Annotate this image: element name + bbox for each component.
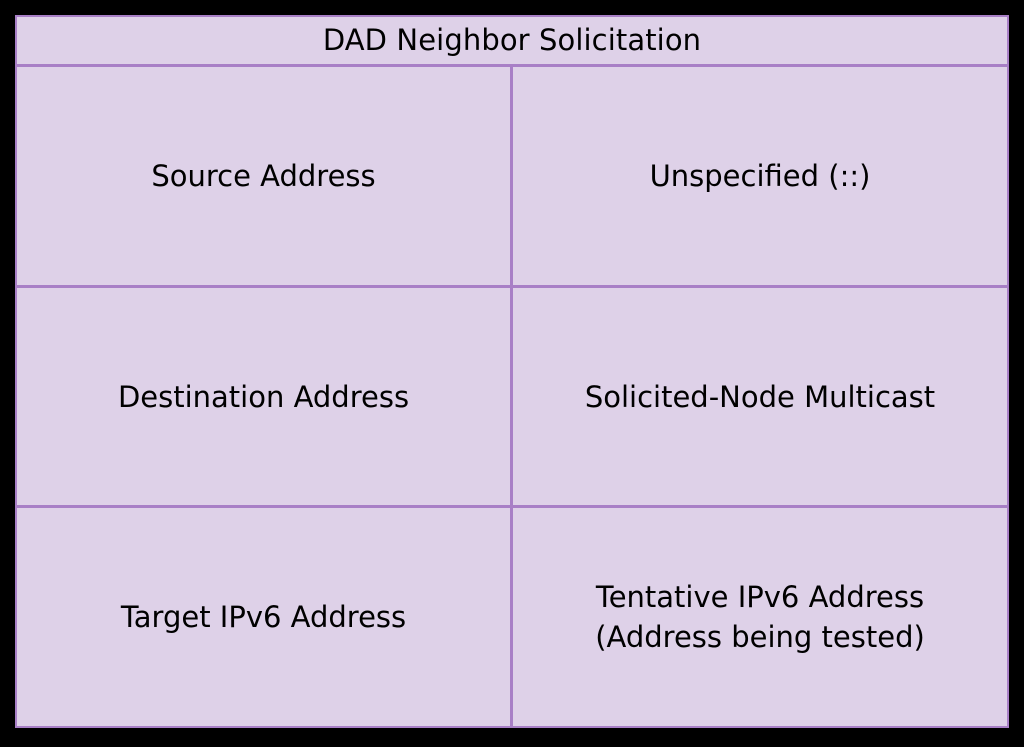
table-body: Source Address Unspecified (::) Destinat… xyxy=(17,67,1007,727)
table-cell-value: Solicited-Node Multicast xyxy=(513,287,1007,506)
table-cell-value: Unspecified (::) xyxy=(513,67,1007,285)
destination-address-value: Solicited-Node Multicast xyxy=(584,379,936,414)
table-cell-label: Source Address xyxy=(17,67,513,285)
target-ipv6-address-label: Target IPv6 Address xyxy=(120,600,407,635)
source-address-label: Source Address xyxy=(151,158,376,193)
table-header-row: DAD Neighbor Solicitation xyxy=(17,17,1007,67)
target-ipv6-address-value: Tentative IPv6 Address (Address being te… xyxy=(595,580,925,655)
table-cell-label: Destination Address xyxy=(17,287,513,506)
table-cell-value: Tentative IPv6 Address (Address being te… xyxy=(513,508,1007,727)
table-row: Target IPv6 Address Tentative IPv6 Addre… xyxy=(17,508,1007,727)
dad-neighbor-solicitation-table: DAD Neighbor Solicitation Source Address… xyxy=(15,15,1009,728)
table-row: Source Address Unspecified (::) xyxy=(17,67,1007,288)
table-row: Destination Address Solicited-Node Multi… xyxy=(17,287,1007,509)
table-cell-label: Target IPv6 Address xyxy=(17,508,513,727)
source-address-value: Unspecified (::) xyxy=(649,158,871,193)
destination-address-label: Destination Address xyxy=(117,379,410,414)
table-title: DAD Neighbor Solicitation xyxy=(322,22,702,57)
